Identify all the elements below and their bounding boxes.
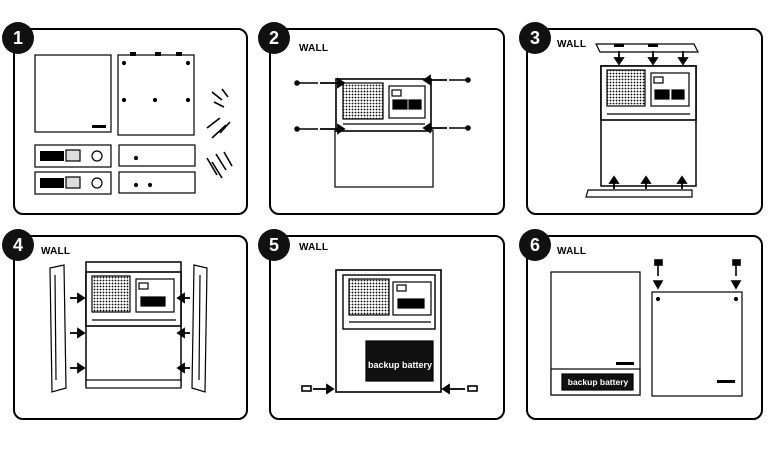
step-6-wall-label: WALL — [557, 246, 587, 257]
arrow-icon — [652, 280, 742, 290]
fan-grille-icon — [342, 82, 384, 120]
backup-battery-icon — [561, 373, 634, 391]
fan-grille-icon — [348, 278, 390, 316]
arrow-icon — [320, 74, 447, 135]
screw-icon — [654, 259, 741, 276]
bottom-cover — [585, 189, 693, 198]
battery-label-step5: backup battery — [368, 360, 432, 370]
side-cover — [651, 291, 743, 397]
screw-icon — [294, 77, 471, 132]
step-3-badge: 3 — [519, 22, 551, 54]
fan-grille-icon — [606, 69, 646, 107]
front-cover — [34, 54, 112, 133]
step-1-badge: 1 — [2, 22, 34, 54]
step-5-badge: 5 — [258, 229, 290, 261]
arrow-icon — [313, 383, 465, 395]
step-2-badge: 2 — [258, 22, 290, 54]
step-4-badge: 4 — [2, 229, 34, 261]
step-4-wall-label: WALL — [41, 246, 71, 257]
fan-grille-icon — [91, 275, 131, 313]
side-panel-left — [49, 264, 67, 393]
step-5-wall-label: WALL — [299, 242, 329, 253]
backup-battery-icon — [365, 340, 434, 382]
step-3-wall-label: WALL — [557, 39, 587, 50]
arrow-icon — [70, 292, 190, 374]
side-bracket-top — [118, 144, 196, 167]
battery-label-step6: backup battery — [568, 377, 629, 387]
screw-icon — [301, 385, 478, 392]
side-bracket-bottom — [118, 171, 196, 194]
mounting-plate — [334, 129, 434, 188]
arrow-icon — [608, 51, 689, 189]
back-panel — [117, 54, 195, 136]
step-2-wall-label: WALL — [299, 43, 329, 54]
step-6-badge: 6 — [519, 229, 551, 261]
screw-icon — [206, 88, 233, 179]
